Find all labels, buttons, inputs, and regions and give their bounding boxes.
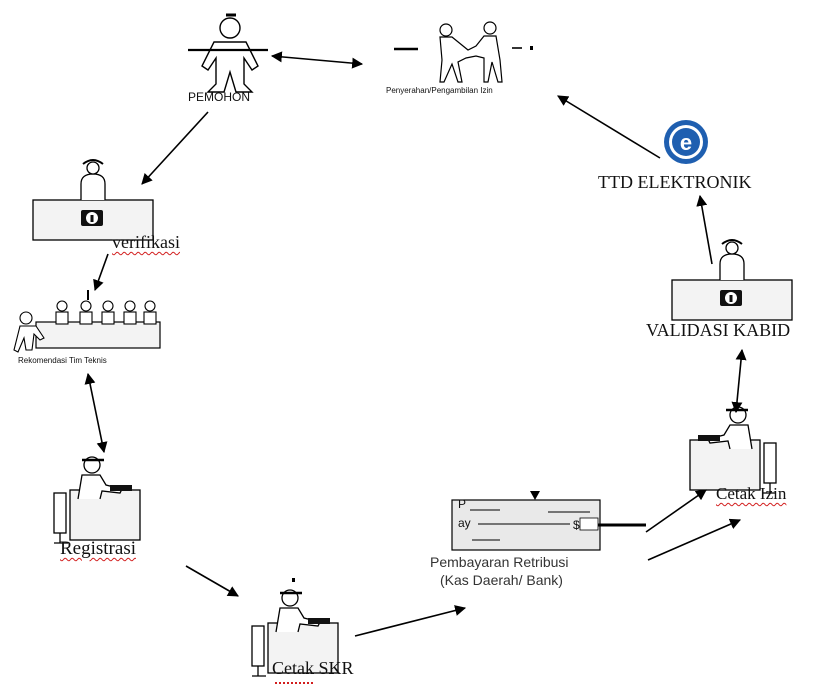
cetak-izin-clerk-icon	[688, 405, 778, 495]
node-validasi-label: VALIDASI KABID	[646, 320, 791, 340]
arrow-pembayaran-cetakizin-2	[647, 518, 742, 561]
node-penyerahan-label: Penyerahan/Pengambilan Izin	[386, 86, 493, 95]
arrow-validasi-ttd	[696, 194, 713, 265]
handshake-icon	[394, 21, 533, 83]
arrow-pembayaran-cetakizin-1	[645, 489, 707, 533]
cheque-icon	[451, 491, 646, 551]
node-rekomendasi-label: Rekomendasi Tim Teknis	[18, 356, 107, 365]
cetak-skr-squiggle	[275, 679, 313, 684]
arrow-pemohon-verifikasi	[141, 111, 209, 185]
node-pembayaran-label-2: (Kas Daerah/ Bank)	[440, 572, 563, 588]
node-verifikasi-label: verifikasi	[112, 232, 180, 252]
cheque-currency: $	[573, 518, 580, 532]
verifikasi-desk-icon	[32, 159, 154, 241]
arrow-registrasi-cetakskr	[185, 565, 239, 597]
arrow-ttd-penyerahan	[557, 95, 661, 159]
arrow-cetakskr-pembayaran	[354, 605, 467, 637]
arrow-rekomendasi-registrasi	[84, 372, 108, 454]
cheque-line-ay: ay	[458, 516, 471, 530]
node-pembayaran-label-1: Pembayaran Retribusi	[430, 554, 569, 570]
arrow-pemohon-penyerahan	[270, 51, 364, 69]
registrasi-clerk-icon	[52, 455, 142, 545]
team-meeting-icon	[13, 290, 161, 353]
cheque-line-p: P	[458, 497, 466, 511]
node-ttd-label: TTD ELEKTRONIK	[598, 172, 752, 192]
arrow-cetakizin-validasi	[731, 348, 747, 414]
node-registrasi-label: Registrasi	[60, 538, 136, 559]
arrow-verifikasi-rekomendasi	[93, 253, 109, 292]
node-cetak-skr-label: Cetak SKR	[272, 658, 354, 678]
validasi-desk-icon	[671, 239, 793, 321]
node-cetak-izin-label: Cetak Izin	[716, 484, 787, 503]
pemohon-icon	[188, 13, 268, 93]
node-pemohon-label: PEMOHON	[188, 90, 251, 104]
flow-arrows	[84, 51, 747, 637]
ttd-logo-letter: e	[680, 130, 692, 155]
ttd-logo-icon	[664, 120, 708, 164]
